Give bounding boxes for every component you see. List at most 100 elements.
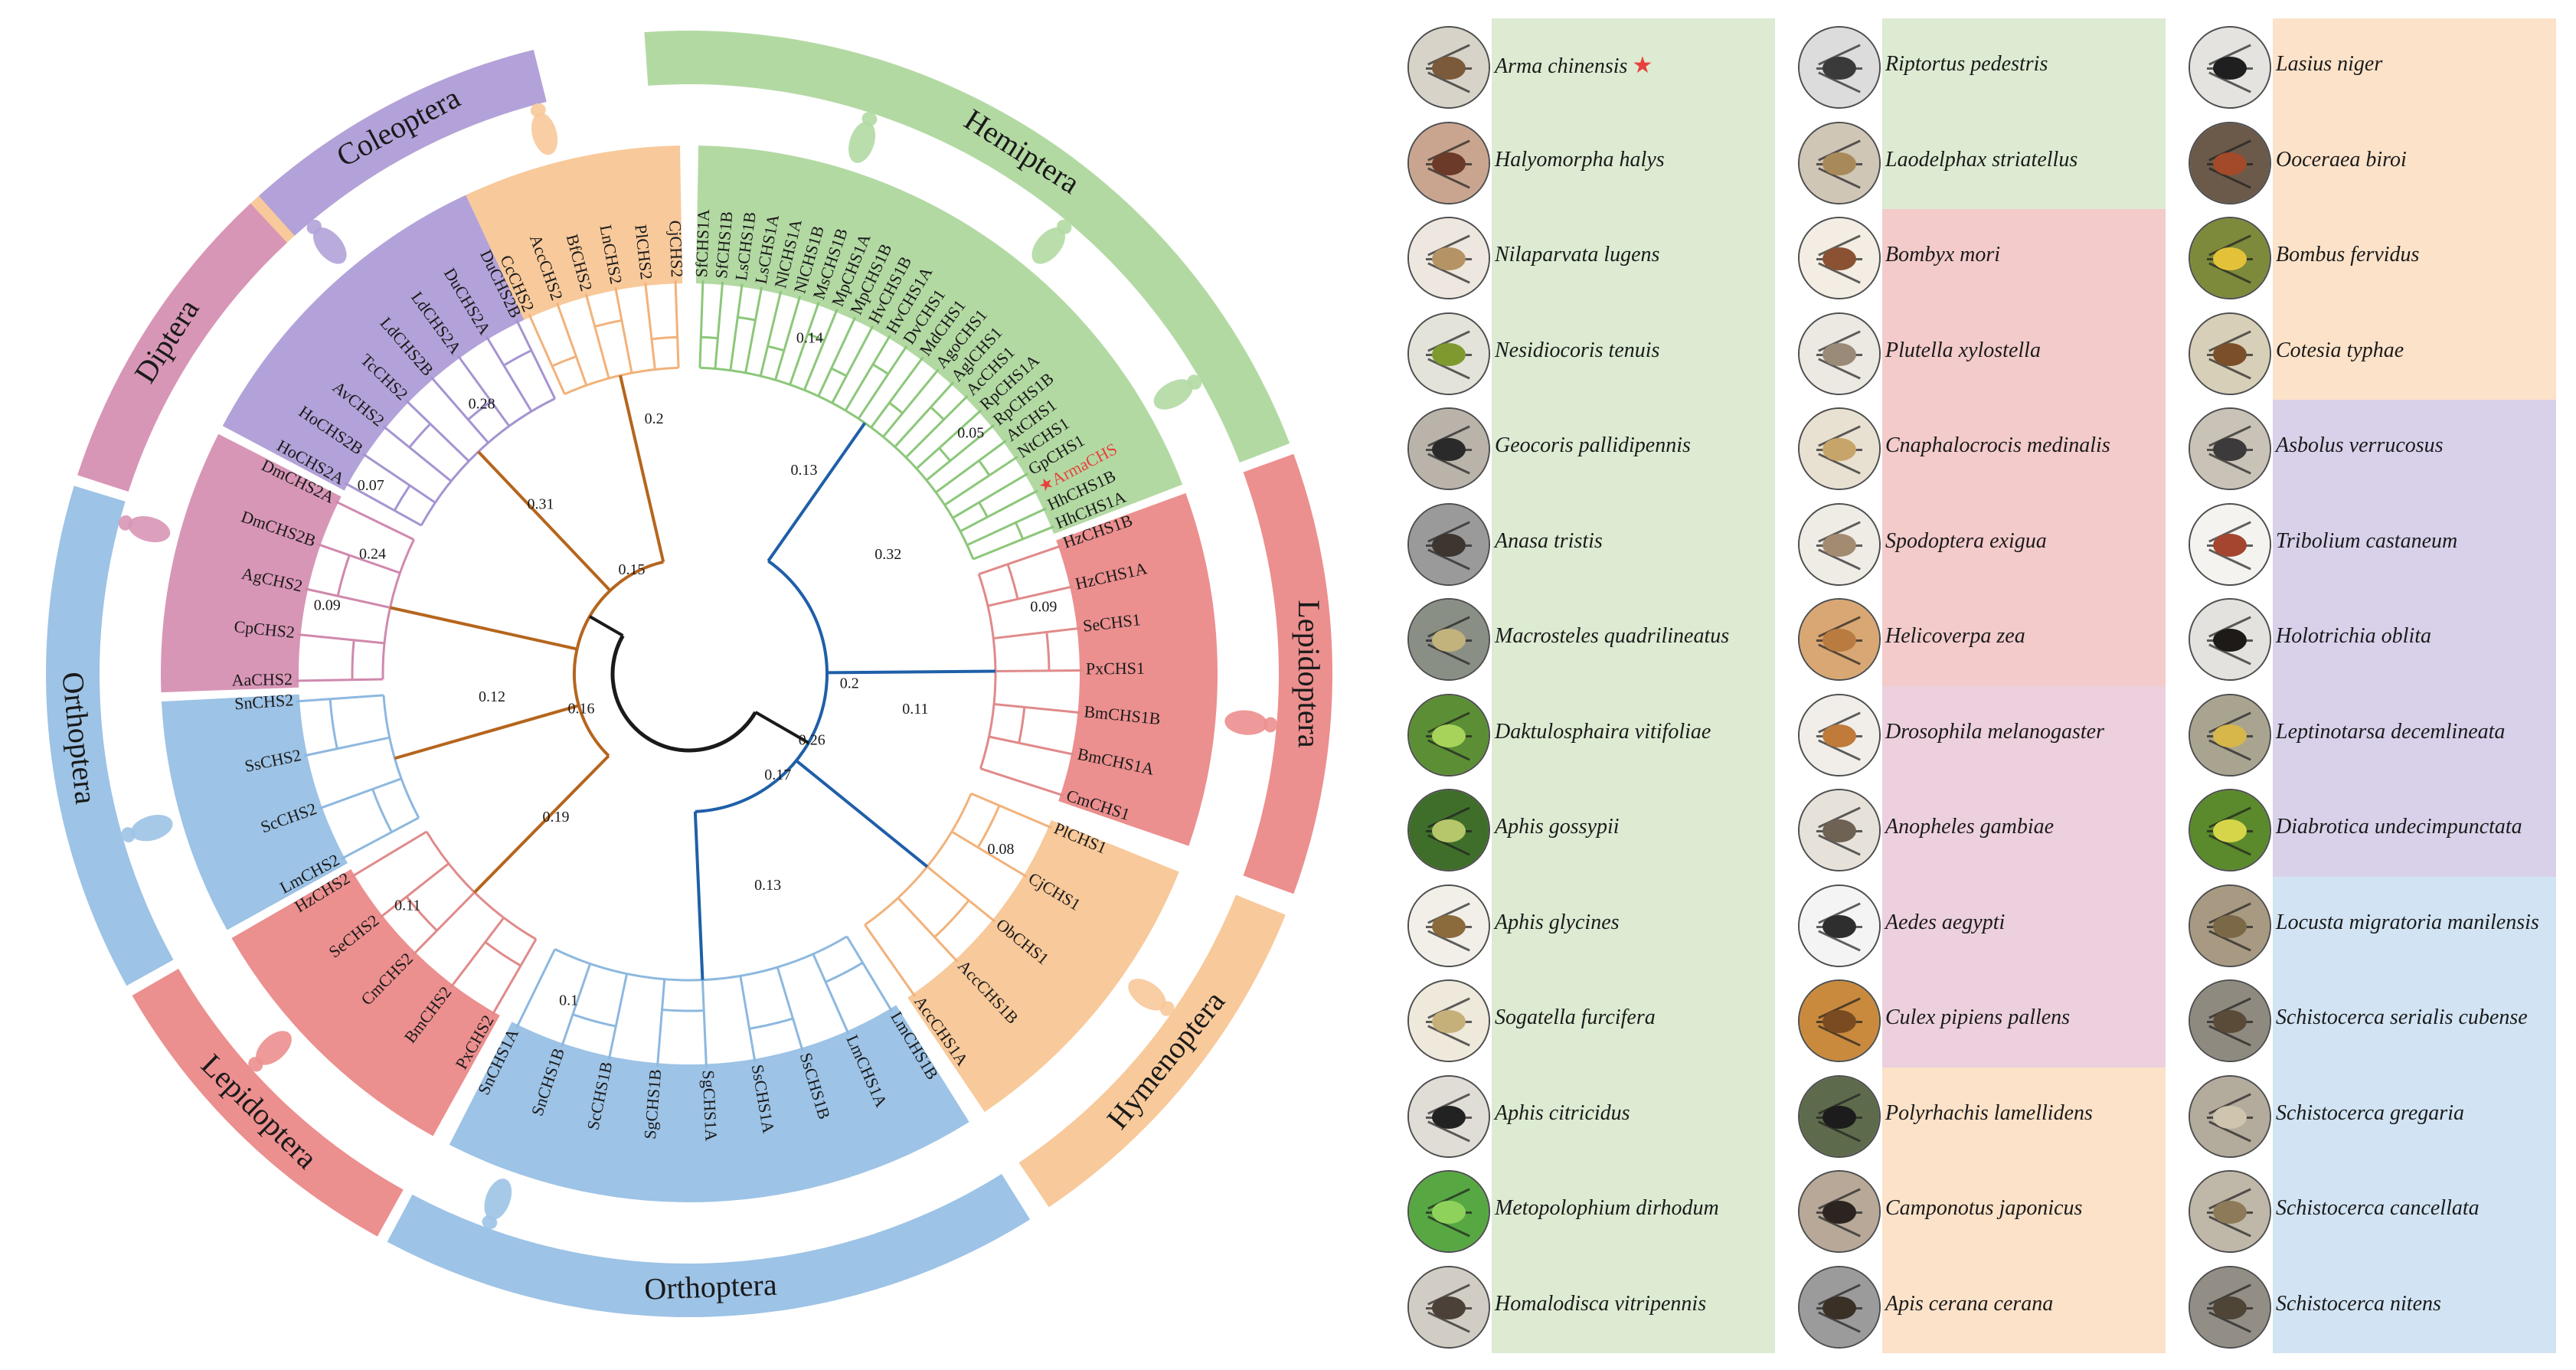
- species-name-text: Spodoptera exigua: [1885, 528, 2047, 553]
- insect-icon: [1822, 819, 1856, 842]
- ring-arc: [387, 1173, 1031, 1318]
- insect-icon: [1432, 629, 1466, 652]
- subclade-arc: [351, 639, 355, 680]
- species-name-text: Cnaphalocrocis medinalis: [1885, 433, 2110, 457]
- leaf-branch: [614, 286, 633, 374]
- insect-icon: [1432, 438, 1466, 461]
- species-name: Riptortus pedestris: [1885, 52, 2048, 77]
- legend-entry: Halyomorpha halys: [1401, 114, 1784, 209]
- species-photo: [1798, 407, 1881, 490]
- subclade-arc: [701, 335, 718, 340]
- branch-label: 0.32: [874, 546, 901, 563]
- silhouette-body: [1031, 227, 1066, 264]
- leaf-branch: [845, 936, 894, 1012]
- leaf-branch: [789, 302, 820, 385]
- legend-entry: Macrosteles quadrilineatus: [1401, 590, 1784, 685]
- species-name: Culex pipiens pallens: [1885, 1005, 2070, 1030]
- legend-entry: Nilaparvata lugens: [1401, 209, 1784, 304]
- species-name-text: Holotrichia oblita: [2276, 624, 2431, 648]
- leaf-branch: [382, 425, 453, 482]
- legend-entry: Nesidiocoris tenuis: [1401, 305, 1784, 400]
- species-name: Helicoverpa zea: [1885, 624, 2025, 649]
- leaf-branch: [362, 453, 436, 504]
- species-photo: [1798, 1074, 1881, 1158]
- leaf-branch: [341, 816, 420, 860]
- leaf-branch: [584, 293, 610, 379]
- branch-label: 0.1: [559, 992, 578, 1009]
- leaf-branch: [528, 313, 566, 395]
- leaf-branch: [515, 319, 556, 400]
- leaf-branch: [317, 543, 400, 574]
- legend-entry: Sogatella furcifera: [1401, 972, 1784, 1067]
- legend-band-diptera: [1882, 685, 2166, 1068]
- branch-label: 0.14: [796, 330, 823, 347]
- leaf-branch: [412, 891, 476, 956]
- insect-icon: [1432, 342, 1466, 366]
- leaf-branch: [319, 777, 402, 810]
- legend-entry: Leptinotarsa decemlineata: [2182, 686, 2565, 781]
- insect-icon: [1822, 1010, 1856, 1033]
- species-photo: [1407, 26, 1490, 109]
- silhouette-head: [1057, 219, 1072, 234]
- species-photo: [1798, 598, 1881, 681]
- subclade-arc: [831, 367, 848, 378]
- species-name: Holotrichia oblita: [2276, 624, 2431, 649]
- species-name-text: Asbolus verrucosus: [2276, 433, 2444, 457]
- subclade-arc: [405, 896, 438, 932]
- species-photo: [1798, 789, 1881, 871]
- legend-entry: Anopheles gambiae: [1792, 781, 2175, 876]
- silhouette-head: [861, 112, 878, 126]
- silhouette-body: [848, 121, 876, 163]
- species-name-text: Bombus fervidus: [2276, 243, 2420, 266]
- species-name: Camponotus japonicus: [1885, 1196, 2082, 1221]
- insect-icon: [2213, 438, 2247, 461]
- legend-entry: Bombus fervidus: [2182, 209, 2565, 304]
- legend-band-hymenoptera: [1882, 1067, 2166, 1353]
- band-lepidoptera: [1056, 493, 1218, 846]
- leaf-branch: [897, 897, 959, 963]
- subclade-arc: [336, 554, 351, 597]
- lepidoptera-silhouette-icon: [248, 1031, 292, 1072]
- species-name-text: Apis cerana cerana: [1885, 1291, 2054, 1316]
- subclade-arc: [767, 345, 785, 352]
- species-name: Sogatella furcifera: [1495, 1005, 1656, 1030]
- subclade-arc: [825, 961, 864, 983]
- leaf-color-bands: [160, 146, 1218, 1203]
- clade-arc: [977, 574, 997, 770]
- species-name-text: Diabrotica undecimpunctata: [2276, 815, 2522, 839]
- species-name-text: Nilaparvata lugens: [1495, 243, 1660, 266]
- leaf-branch: [894, 381, 955, 448]
- subclade-arc: [978, 502, 989, 518]
- backbone-branch: [477, 450, 612, 592]
- subclade-arc: [594, 319, 623, 328]
- ring-arc: [77, 203, 287, 492]
- legend-entry: Anasa tristis: [1401, 495, 1784, 590]
- leaf-branch: [335, 500, 415, 541]
- leaf-branch: [915, 409, 982, 470]
- leaf-branch: [351, 830, 427, 878]
- diptera-silhouette-icon: [118, 515, 171, 543]
- branch-label: 0.2: [840, 675, 859, 692]
- leaf-branch: [485, 335, 533, 412]
- backbone-branch: [473, 754, 610, 894]
- species-photo: [1798, 1265, 1881, 1349]
- legend-entry: Polyrhachis lamellidens: [1792, 1068, 2175, 1162]
- species-name-text: Schistocerca cancellata: [2276, 1196, 2480, 1220]
- leaf-branch: [379, 862, 449, 919]
- silhouette-body: [1224, 710, 1268, 735]
- backbone-branch: [767, 422, 867, 562]
- insect-icon: [2213, 1105, 2247, 1129]
- legend-band-hymenoptera: [2273, 18, 2556, 400]
- silhouette-body: [531, 113, 558, 155]
- insect-icon: [1822, 57, 1856, 80]
- insect-icon: [2213, 1201, 2247, 1224]
- leaf-branch: [812, 953, 850, 1035]
- subclade-arc: [408, 423, 431, 449]
- ring-segment-orthoptera: Orthoptera: [45, 486, 174, 986]
- species-name: Tribolium castaneum: [2276, 529, 2457, 554]
- legend-entry: Ooceraea biroi: [2182, 114, 2565, 209]
- ring-segment-diptera: Diptera: [77, 203, 287, 492]
- silhouette-body: [256, 1031, 292, 1065]
- leaf-label: SgCHS1A: [699, 1070, 721, 1142]
- insect-icon: [1822, 247, 1856, 270]
